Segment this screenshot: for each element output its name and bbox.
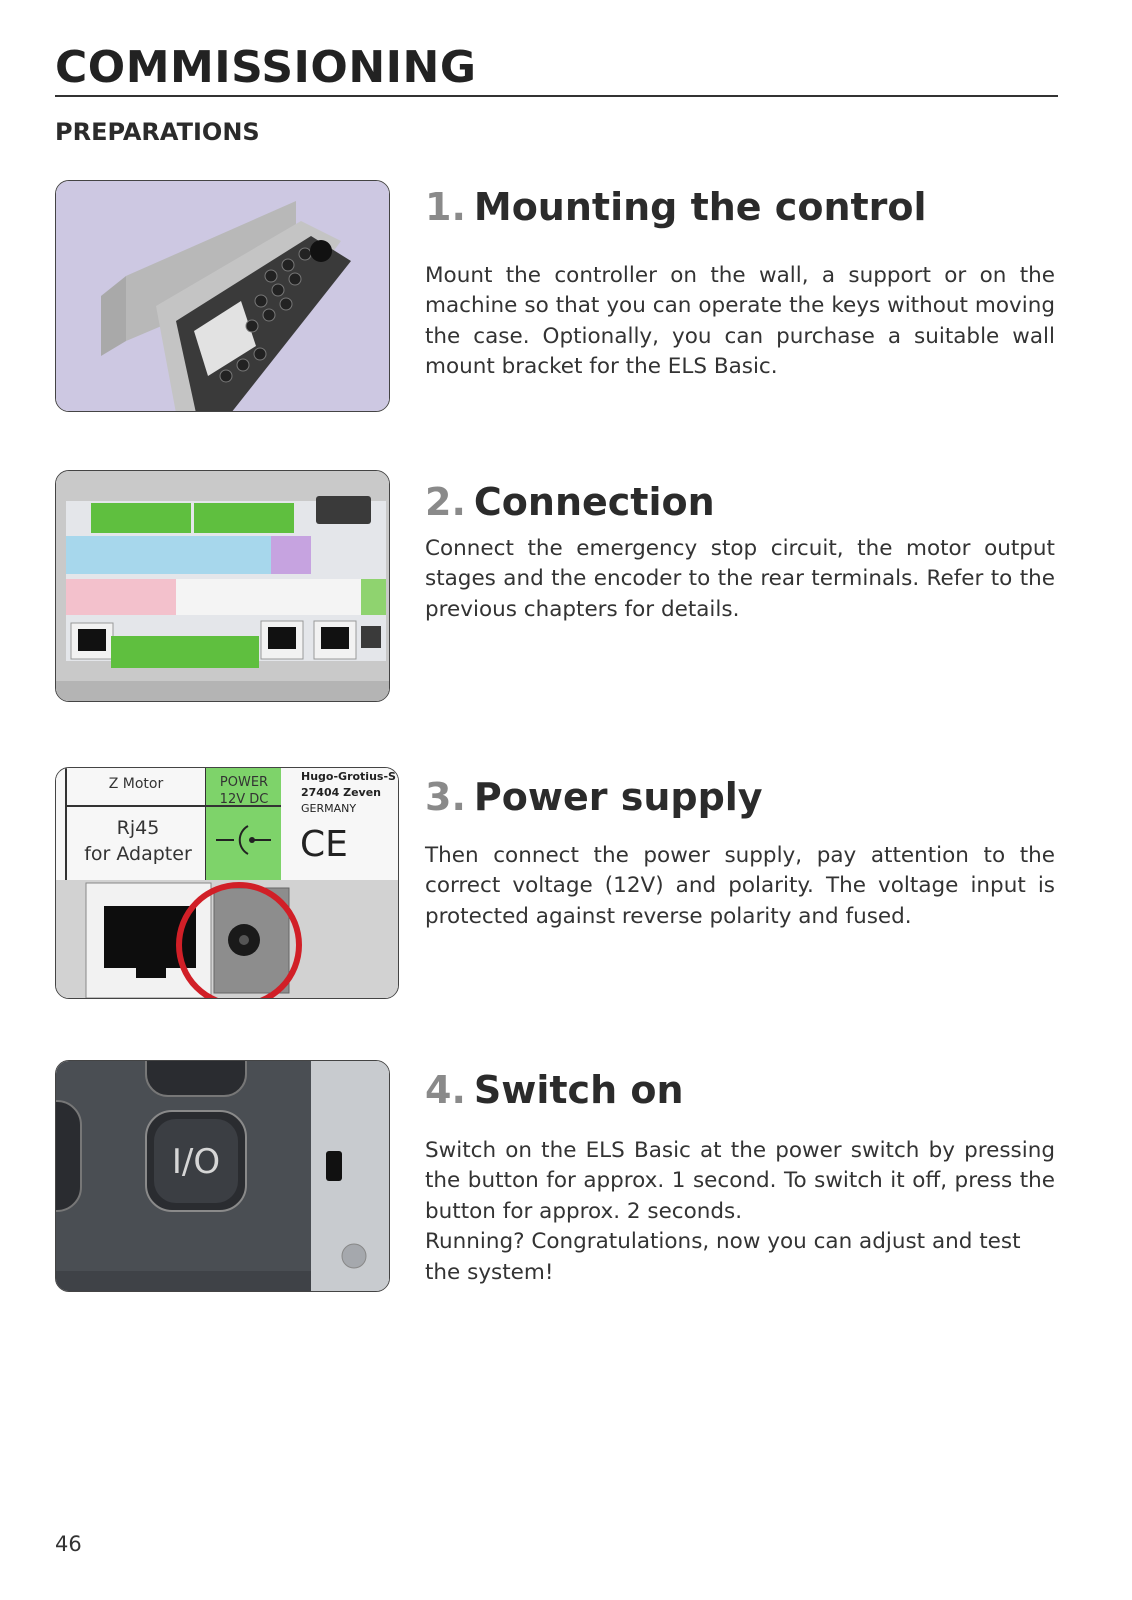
io-switch-label: I/O [172, 1142, 220, 1182]
controller-illustration [56, 181, 389, 411]
step-title: Switch on [473, 1068, 684, 1112]
step-title: Mounting the control [473, 185, 927, 229]
step-heading: 1.Mounting the control [425, 185, 1055, 231]
step-number: 3. [425, 775, 466, 819]
photo-mounted-controller [55, 180, 390, 412]
page-number: 46 [55, 1532, 82, 1556]
terminals-illustration [56, 471, 389, 701]
step-2: 2.Connection Connect the emergency stop … [425, 480, 1055, 625]
step-heading: 2.Connection [425, 480, 1055, 526]
step-body: Switch on the ELS Basic at the power swi… [425, 1137, 1055, 1224]
address-line-3: GERMANY [301, 802, 356, 815]
step-heading: 3.Power supply [425, 775, 1055, 821]
step-heading: 4.Switch on [425, 1068, 1055, 1114]
step-4: 4.Switch on Switch on the ELS Basic at t… [425, 1068, 1055, 1288]
z-motor-label: Z Motor [109, 776, 164, 792]
step-body: Connect the emergency stop circuit, the … [425, 535, 1055, 622]
step-number: 4. [425, 1068, 466, 1112]
power-label: POWER [220, 775, 268, 790]
step-1: 1.Mounting the control Mount the control… [425, 185, 1055, 383]
step-number: 2. [425, 480, 466, 524]
voltage-label: 12V DC [220, 792, 269, 807]
step-body: Then connect the power supply, pay atten… [425, 842, 1055, 929]
step-3: 3.Power supply Then connect the power su… [425, 775, 1055, 932]
step-title: Connection [473, 480, 715, 524]
highlight-circle [176, 882, 302, 998]
address-line-2: 27404 Zeven [301, 786, 381, 799]
title-rule [55, 95, 1058, 97]
step-body-conclusion: Running? Congratulations, now you can ad… [425, 1229, 1021, 1285]
photo-rear-terminals [55, 470, 390, 702]
step-body: Mount the controller on the wall, a supp… [425, 262, 1055, 380]
power-socket-illustration: Z Motor POWER 12V DC Rj45 for Adapter Hu… [56, 768, 398, 998]
rj45-label: Rj45 [117, 817, 160, 839]
adapter-label: for Adapter [84, 843, 192, 865]
photo-power-switch: I/O [55, 1060, 390, 1292]
photo-power-supply-socket: Z Motor POWER 12V DC Rj45 for Adapter Hu… [55, 767, 399, 999]
dc-polarity-icon [216, 825, 271, 855]
section-label: PREPARATIONS [55, 118, 260, 146]
step-title: Power supply [473, 775, 763, 819]
address-line-1: Hugo-Grotius-S [301, 770, 396, 783]
switch-illustration: I/O [56, 1061, 389, 1291]
page-title: COMMISSIONING [55, 42, 477, 93]
step-number: 1. [425, 185, 466, 229]
ce-mark: CE [300, 824, 348, 865]
